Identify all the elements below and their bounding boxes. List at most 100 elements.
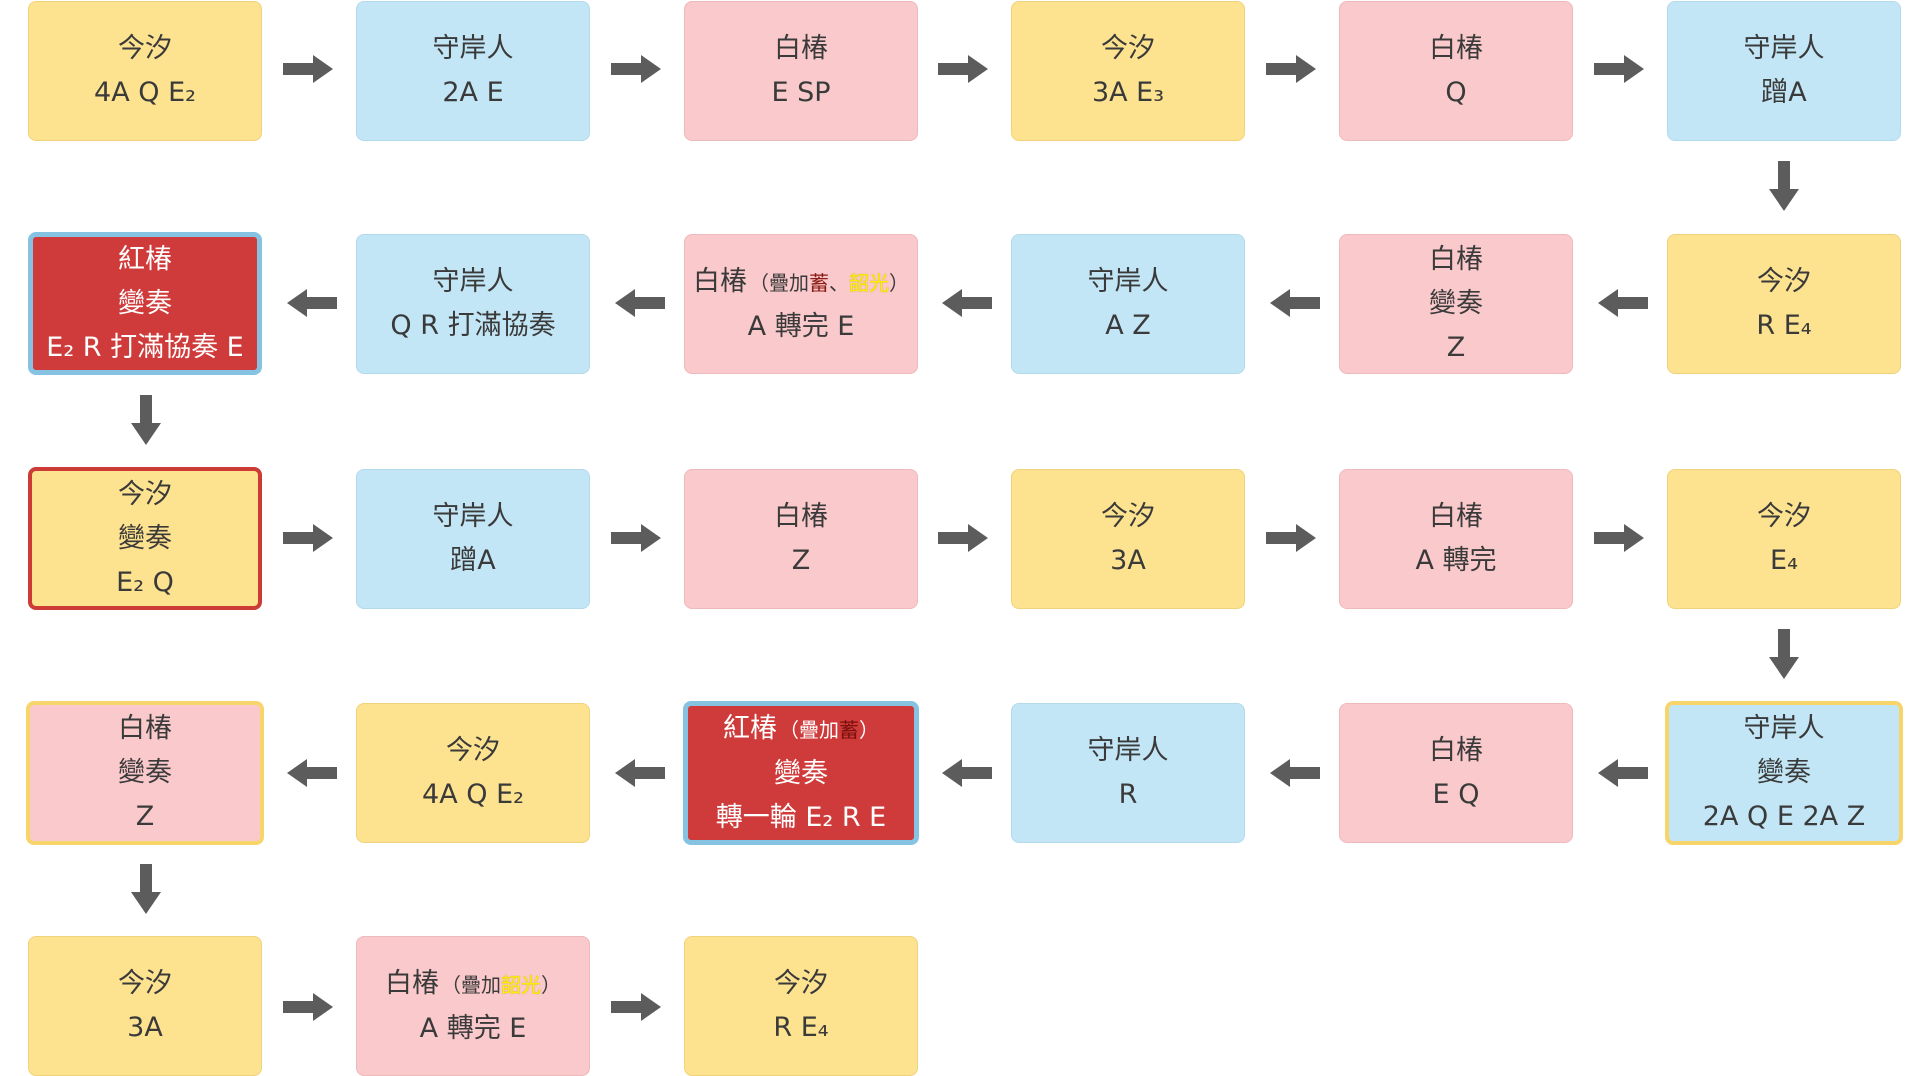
action-text: 蹭A	[1761, 77, 1807, 108]
arrow-left-icon	[1270, 289, 1320, 317]
arrow-left-icon	[1598, 289, 1648, 317]
step-node: 白椿（疊加蓄、韶光） A 轉完 E	[684, 234, 918, 374]
character-name: 守岸人	[1087, 266, 1169, 297]
action-text: A 轉完 E	[419, 1012, 527, 1044]
step-node: 守岸人 蹭A	[356, 469, 590, 609]
arrow-right-icon	[611, 993, 661, 1021]
action-text: 2A E	[442, 77, 504, 108]
character-name: 今汐	[118, 33, 172, 64]
character-line: 白椿（疊加蓄、韶光）	[693, 260, 909, 305]
buff-note: （疊加蓄、韶光）	[749, 270, 909, 295]
arrow-left-icon	[1270, 759, 1320, 787]
action-text: A 轉完	[1415, 545, 1497, 576]
character-name: 白椿	[774, 33, 828, 64]
variation-label: 變奏	[774, 757, 828, 789]
character-line: 白椿（疊加韶光）	[385, 962, 561, 1007]
step-node: 今汐 E₄	[1667, 469, 1901, 609]
arrow-down-icon	[1769, 161, 1799, 211]
character-name: 白椿	[385, 967, 439, 999]
action-text: E₄	[1770, 545, 1798, 576]
action-text: 3A	[1110, 545, 1146, 576]
variation-label: 變奏	[118, 757, 172, 788]
arrow-right-icon	[938, 524, 988, 552]
action-text: Q	[1445, 77, 1467, 108]
action-text: E SP	[771, 77, 831, 108]
arrow-right-icon	[611, 55, 661, 83]
action-text: Q R 打滿協奏	[390, 310, 556, 341]
character-name: 守岸人	[1743, 713, 1825, 744]
character-name: 紅椿	[118, 243, 172, 275]
step-node: 今汐 3A E₃	[1011, 1, 1245, 141]
variation-label: 變奏	[1757, 757, 1811, 788]
action-text: Z	[135, 801, 155, 832]
arrow-right-icon	[938, 55, 988, 83]
action-text: 4A Q E₂	[94, 77, 196, 108]
step-node: 今汐 變奏 E₂ Q	[28, 467, 262, 610]
step-node: 今汐 R E₄	[684, 936, 918, 1076]
step-node: 白椿 Q	[1339, 1, 1573, 141]
character-name: 今汐	[446, 735, 500, 766]
character-name: 今汐	[1757, 266, 1811, 297]
step-node: 白椿 Z	[684, 469, 918, 609]
character-line: 紅椿（疊加蓄）	[723, 707, 879, 752]
action-text: 3A E₃	[1091, 77, 1165, 108]
step-node: 今汐 3A	[1011, 469, 1245, 609]
action-text: R	[1118, 779, 1138, 810]
character-name: 白椿	[774, 501, 828, 532]
arrow-down-icon	[131, 395, 161, 445]
character-name: 白椿	[1429, 735, 1483, 766]
arrow-right-icon	[1266, 55, 1316, 83]
arrow-left-icon	[942, 289, 992, 317]
character-name: 守岸人	[432, 501, 514, 532]
step-node: 守岸人 R	[1011, 703, 1245, 843]
action-text: 轉一輪 E₂ R E	[715, 801, 887, 833]
arrow-right-icon	[1594, 55, 1644, 83]
step-node: 白椿 A 轉完	[1339, 469, 1573, 609]
step-node: 紅椿（疊加蓄） 變奏 轉一輪 E₂ R E	[683, 701, 919, 845]
action-text: 4A Q E₂	[422, 779, 524, 810]
variation-label: 變奏	[118, 522, 172, 554]
step-node: 守岸人 Q R 打滿協奏	[356, 234, 590, 374]
character-name: 今汐	[118, 478, 172, 510]
character-name: 今汐	[1757, 501, 1811, 532]
character-name: 白椿	[118, 713, 172, 744]
character-name: 守岸人	[432, 33, 514, 64]
action-text: Z	[791, 545, 811, 576]
step-node: 今汐 R E₄	[1667, 234, 1901, 374]
character-name: 今汐	[118, 968, 172, 999]
arrow-left-icon	[287, 289, 337, 317]
step-node: 白椿 E SP	[684, 1, 918, 141]
arrow-right-icon	[283, 55, 333, 83]
action-text: 2A Q E 2A Z	[1702, 801, 1866, 832]
step-node: 守岸人 變奏 2A Q E 2A Z	[1665, 701, 1903, 845]
character-name: 守岸人	[1087, 735, 1169, 766]
step-node: 白椿 變奏 Z	[1339, 234, 1573, 374]
character-name: 白椿	[1429, 501, 1483, 532]
action-text: A Z	[1105, 310, 1151, 341]
character-name: 紅椿	[723, 712, 777, 744]
buff-note: （疊加韶光）	[441, 972, 561, 997]
step-node: 今汐 3A	[28, 936, 262, 1076]
variation-label: 變奏	[1429, 288, 1483, 319]
character-name: 白椿	[693, 265, 747, 297]
action-text: Z	[1446, 332, 1466, 363]
character-name: 今汐	[1101, 501, 1155, 532]
arrow-down-icon	[131, 864, 161, 914]
action-text: E Q	[1432, 779, 1480, 810]
arrow-right-icon	[611, 524, 661, 552]
arrow-right-icon	[283, 524, 333, 552]
step-node: 白椿（疊加韶光） A 轉完 E	[356, 936, 590, 1076]
step-node: 白椿 變奏 Z	[26, 701, 264, 845]
arrow-left-icon	[1598, 759, 1648, 787]
arrow-left-icon	[615, 759, 665, 787]
arrow-down-icon	[1769, 629, 1799, 679]
character-name: 今汐	[774, 968, 828, 999]
action-text: A 轉完 E	[747, 310, 855, 342]
arrow-left-icon	[287, 759, 337, 787]
step-node: 紅椿 變奏 E₂ R 打滿協奏 E	[28, 232, 262, 375]
character-name: 白椿	[1429, 244, 1483, 275]
arrow-right-icon	[1266, 524, 1316, 552]
character-name: 守岸人	[1743, 33, 1825, 64]
action-text: E₂ R 打滿協奏 E	[46, 331, 244, 363]
